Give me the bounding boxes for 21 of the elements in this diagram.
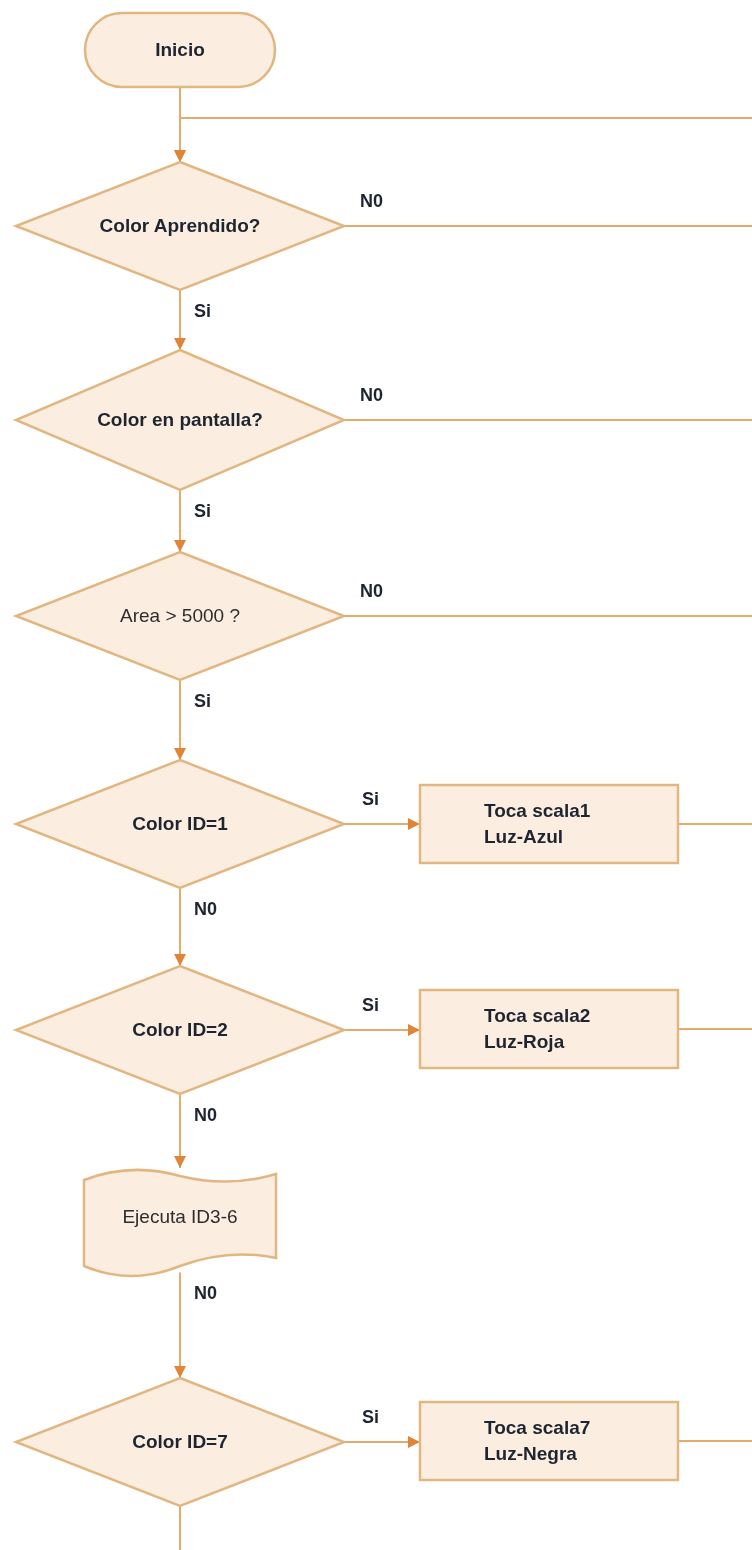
node-text: Color ID=1 bbox=[132, 812, 228, 836]
node-text: Toca scala1 Luz-Azul bbox=[484, 799, 592, 849]
node-text: Color en pantalla? bbox=[97, 408, 263, 432]
connector-arrow bbox=[174, 679, 186, 761]
node-text: Ejecuta ID3-6 bbox=[122, 1205, 238, 1229]
connector-arrow bbox=[174, 117, 752, 163]
connector-arrow bbox=[343, 818, 421, 830]
connector-arrow bbox=[174, 289, 186, 351]
node-text: Color Aprendido? bbox=[99, 214, 261, 238]
node-text: Toca scala2 Luz-Roja bbox=[484, 1004, 592, 1054]
connector-arrow bbox=[174, 1093, 186, 1169]
node-text: Area > 5000 ? bbox=[120, 604, 240, 628]
node-text: Toca scala7 Luz-Negra bbox=[484, 1416, 592, 1466]
connector-arrow bbox=[174, 489, 186, 553]
node-text: Inicio bbox=[155, 38, 205, 62]
connector-arrow bbox=[174, 1271, 186, 1379]
connector-arrow bbox=[174, 887, 186, 967]
node-text: Color ID=2 bbox=[132, 1018, 228, 1042]
node-text: Color ID=7 bbox=[132, 1430, 228, 1454]
connector-arrow bbox=[343, 1436, 421, 1448]
connector-arrow bbox=[343, 1024, 421, 1036]
